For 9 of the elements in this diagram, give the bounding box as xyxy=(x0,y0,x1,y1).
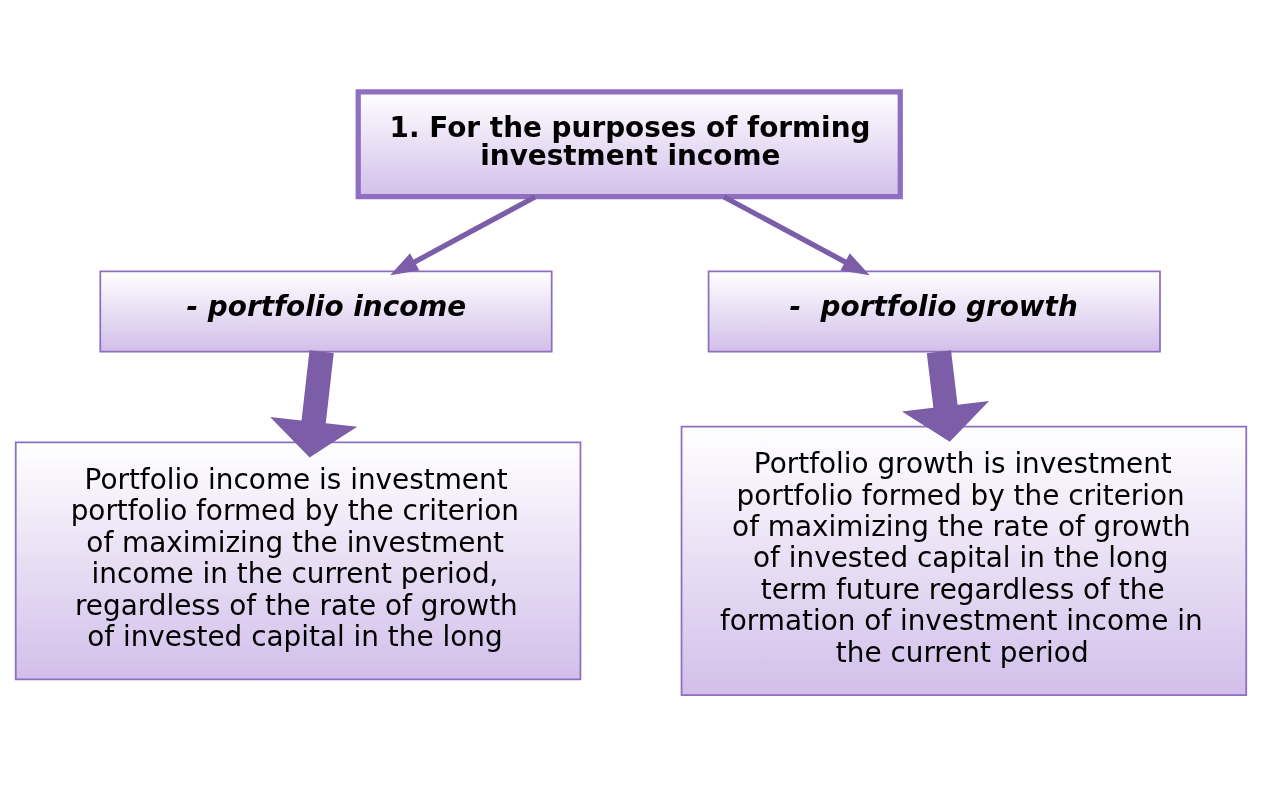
node-box: Portfolio income is investment portfolio formed by the criterion of maximizing the investment income in the current period, regardless of the rate of growth of invested capital in the long xyxy=(14,441,582,681)
arrow xyxy=(901,350,990,442)
node-box: Portfolio growth is investment portfolio formed by the criterion of maximizing the rate of growth of invested capital in the long term future regardless of the formation of investment income in the current period xyxy=(680,425,1248,696)
arrow xyxy=(722,194,870,276)
node-box: 1. For the purposes of forming investment income xyxy=(355,89,903,200)
arrow xyxy=(390,194,537,276)
arrow xyxy=(270,350,358,458)
node-box: - portfolio growth xyxy=(707,270,1161,353)
node-box: - portfolio income xyxy=(99,270,553,353)
